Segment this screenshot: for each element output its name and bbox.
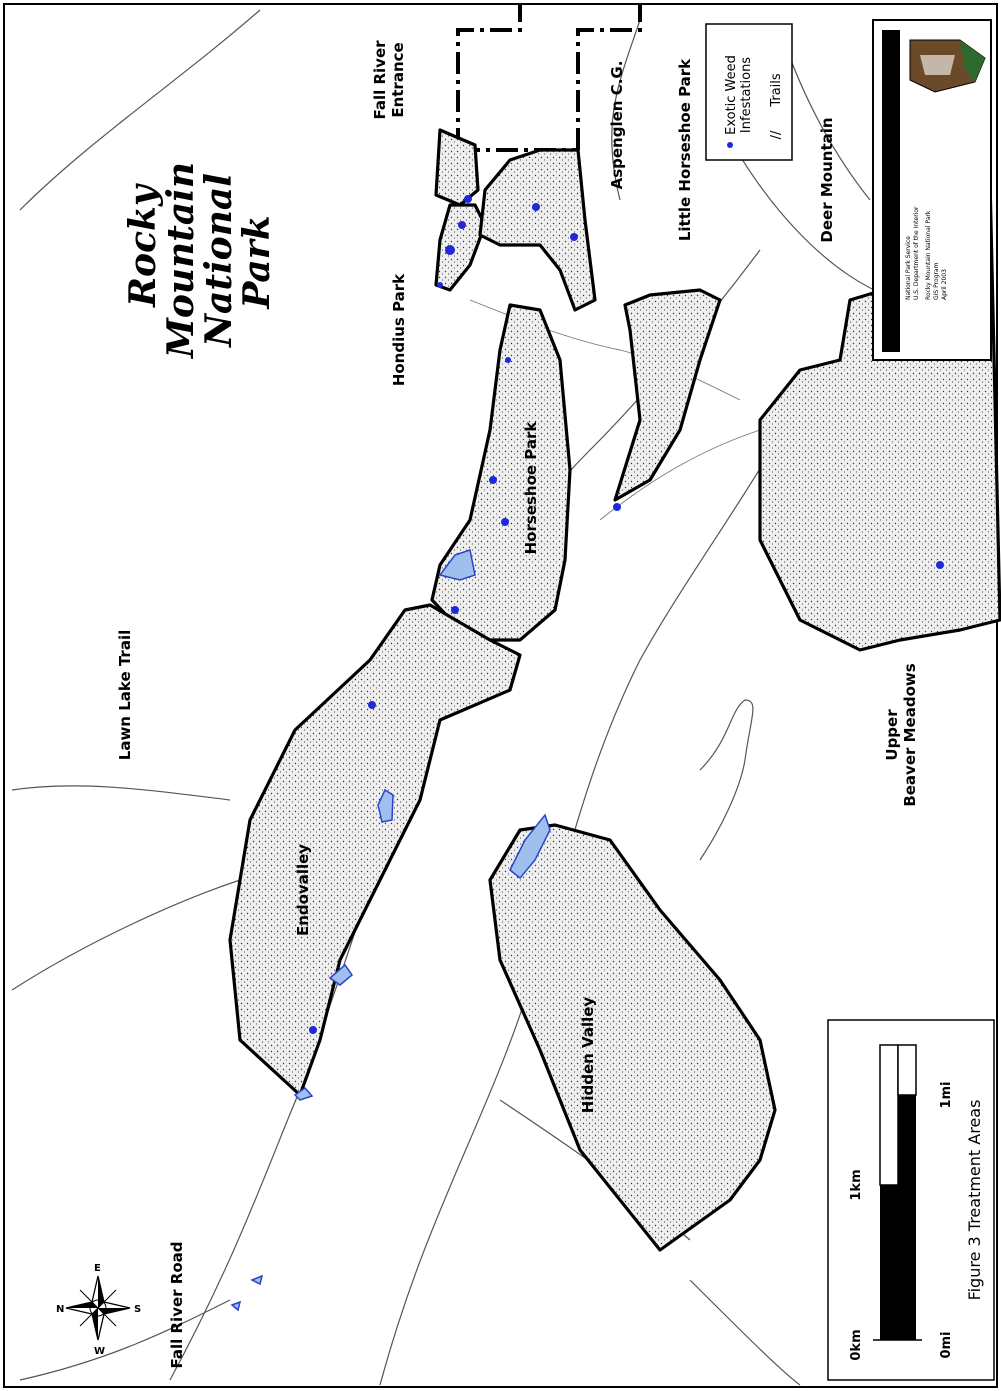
area-little-horseshoe — [613, 288, 722, 502]
compass-n: N — [56, 1304, 64, 1315]
area-endovalley — [228, 603, 522, 1097]
title-line-4: Park — [236, 215, 278, 309]
area-fall-river-entrance — [434, 128, 480, 207]
agency-block: National Park Service U.S. Department of… — [872, 19, 992, 361]
label-aspenglen: Aspenglen C.G. — [608, 61, 626, 190]
park-boundary — [456, 5, 642, 152]
nps-arrowhead-icon — [909, 39, 986, 93]
label-upper-beaver-2: Beaver Meadows — [901, 663, 919, 806]
legend: Exotic Weed Infestations // Trails — [705, 23, 793, 161]
area-hidden-valley — [488, 823, 777, 1252]
scale-bar: 0km 1km 0mi 1mi Figure 3 Treatment Areas — [827, 1019, 995, 1381]
title-line-2: Mountain — [160, 162, 202, 360]
compass-s: S — [134, 1304, 141, 1315]
legend-weed-2: Infestations — [739, 57, 754, 133]
agency-line-2: U.S. Department of the Interior — [913, 206, 920, 300]
area-hondius-park — [434, 203, 487, 292]
label-little-horseshoe: Little Horseshoe Park — [676, 58, 694, 241]
area-aspenglen — [478, 148, 597, 312]
trails-legend-icon: // — [769, 130, 784, 139]
title-line-3: National — [198, 173, 240, 348]
water-features — [230, 549, 551, 1312]
label-deer-mountain: Deer Mountain — [818, 117, 836, 242]
legend-weed-1: Exotic Weed — [724, 55, 739, 135]
agency-line-3: Rocky Mountain National Park — [925, 210, 932, 300]
weed-legend-icon — [727, 142, 733, 148]
label-fall-river-entrance-1: Fall River — [371, 40, 389, 120]
agency-line-4: GIS Program — [933, 262, 940, 300]
weed-points — [309, 195, 944, 1034]
label-endovalley: Endovalley — [294, 844, 312, 936]
figure-caption: Figure 3 Treatment Areas — [965, 1100, 984, 1301]
scale-0mi: 0mi — [939, 1331, 954, 1358]
scale-0km: 0km — [849, 1329, 864, 1360]
treatment-areas — [228, 128, 1001, 1252]
agency-line-5: April 2003 — [941, 269, 948, 300]
area-horseshoe-park — [430, 303, 572, 642]
label-fall-river-entrance-2: Entrance — [389, 42, 407, 117]
compass-e: E — [94, 1263, 101, 1274]
agency-line-1: National Park Service — [905, 236, 912, 300]
title-line-1: Rocky — [122, 183, 164, 308]
compass-w: W — [94, 1346, 105, 1357]
scale-1km: 1km — [849, 1169, 864, 1200]
scale-1mi: 1mi — [939, 1081, 954, 1108]
label-lawn-lake-trail: Lawn Lake Trail — [116, 630, 134, 760]
legend-trails: Trails — [769, 73, 784, 108]
map-frame — [3, 3, 998, 1388]
compass-rose-icon: N E S W — [56, 1263, 141, 1357]
title-block: Rocky Mountain National Park — [122, 162, 278, 360]
label-horseshoe-park: Horseshoe Park — [522, 421, 540, 555]
label-hidden-valley: Hidden Valley — [579, 997, 597, 1114]
label-upper-beaver-1: Upper — [883, 709, 901, 761]
label-fall-river-road: Fall River Road — [168, 1242, 186, 1369]
label-hondius-park: Hondius Park — [390, 273, 408, 386]
